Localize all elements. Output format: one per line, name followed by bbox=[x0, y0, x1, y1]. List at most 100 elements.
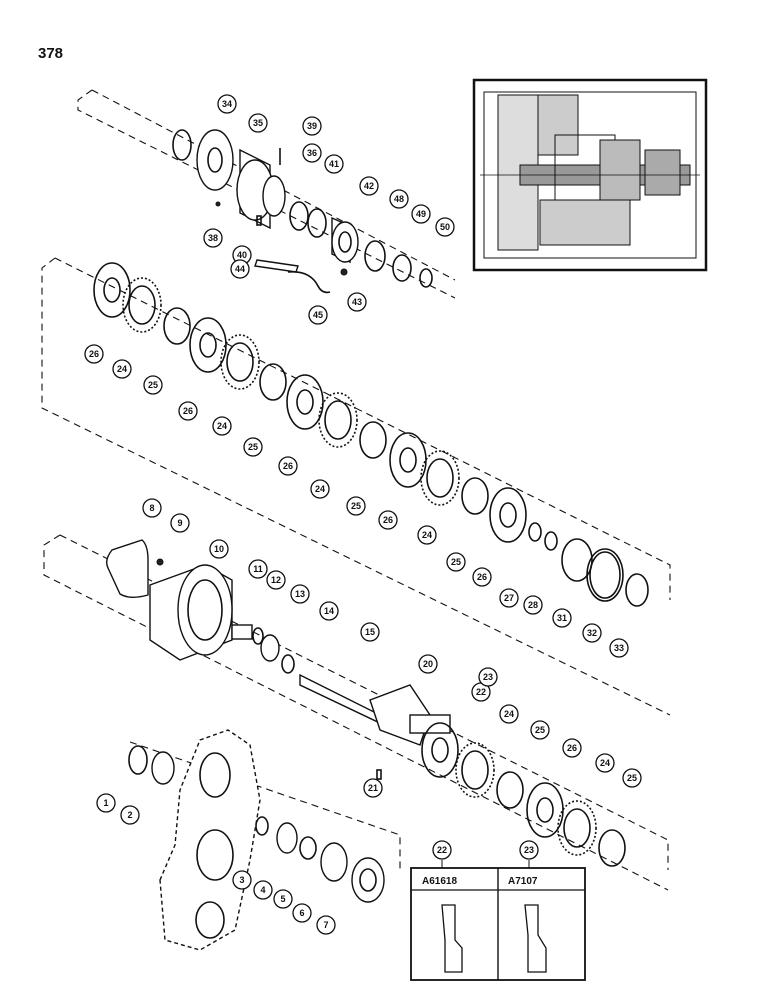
callout-25: 25 bbox=[622, 768, 642, 788]
callout-48: 48 bbox=[389, 189, 409, 209]
inset-callout-label: 23 bbox=[524, 845, 534, 855]
callout-label: 26 bbox=[283, 461, 293, 471]
callout-label: 25 bbox=[535, 725, 545, 735]
callout-circle bbox=[84, 344, 104, 364]
callout-label: 50 bbox=[440, 222, 450, 232]
callout-label: 25 bbox=[351, 501, 361, 511]
callout-26: 26 bbox=[472, 567, 492, 587]
callout-circle bbox=[112, 359, 132, 379]
callout-label: 36 bbox=[307, 148, 317, 158]
callout-circle bbox=[378, 510, 398, 530]
callout-circle bbox=[230, 259, 250, 279]
callout-circle bbox=[435, 217, 455, 237]
callout-circle bbox=[243, 437, 263, 457]
callout-13: 13 bbox=[290, 584, 310, 604]
callout-circle bbox=[319, 601, 339, 621]
callout-26: 26 bbox=[562, 738, 582, 758]
callout-circle bbox=[209, 539, 229, 559]
callout-label: 23 bbox=[483, 672, 493, 682]
detail-inset bbox=[410, 860, 586, 981]
callout-label: 11 bbox=[253, 564, 263, 574]
callout-38: 38 bbox=[203, 228, 223, 248]
callout-28: 28 bbox=[523, 595, 543, 615]
callout-label: 25 bbox=[248, 442, 258, 452]
callout-circle bbox=[472, 567, 492, 587]
callout-label: 5 bbox=[280, 894, 285, 904]
callout-label: 20 bbox=[423, 659, 433, 669]
callout-circle bbox=[347, 292, 367, 312]
callout-25: 25 bbox=[143, 375, 163, 395]
callout-26: 26 bbox=[84, 344, 104, 364]
page-number: 378 bbox=[38, 45, 64, 62]
callout-label: 22 bbox=[476, 687, 486, 697]
callout-label: 24 bbox=[217, 421, 227, 431]
callout-label: 9 bbox=[177, 518, 182, 528]
callout-label: 10 bbox=[214, 544, 224, 554]
callout-5: 5 bbox=[273, 889, 293, 909]
callout-label: 6 bbox=[299, 908, 304, 918]
middle-shaft-parts bbox=[105, 539, 451, 780]
callout-circle bbox=[232, 870, 252, 890]
callout-label: 25 bbox=[451, 557, 461, 567]
callout-6: 6 bbox=[292, 903, 312, 923]
callout-20: 20 bbox=[418, 654, 438, 674]
callout-circle bbox=[324, 154, 344, 174]
callout-44: 44 bbox=[230, 259, 250, 279]
callout-label: 38 bbox=[208, 233, 218, 243]
callout-32: 32 bbox=[582, 623, 602, 643]
callout-label: 4 bbox=[260, 885, 265, 895]
callout-label: 34 bbox=[222, 99, 232, 109]
callout-circle bbox=[178, 401, 198, 421]
callout-24: 24 bbox=[499, 704, 519, 724]
callout-24: 24 bbox=[310, 479, 330, 499]
callout-10: 10 bbox=[209, 539, 229, 559]
callout-label: 1 bbox=[103, 798, 108, 808]
inset-callouts: 22 23 bbox=[432, 840, 539, 860]
inset-callout-23: 23 bbox=[519, 840, 539, 860]
callout-circle bbox=[363, 778, 383, 798]
callout-33: 33 bbox=[609, 638, 629, 658]
callout-label: 12 bbox=[271, 575, 281, 585]
callout-24: 24 bbox=[112, 359, 132, 379]
callout-circle bbox=[292, 903, 312, 923]
callout-3: 3 bbox=[232, 870, 252, 890]
callout-group: 1234567891011121314152021222324252624252… bbox=[84, 94, 642, 935]
callout-label: 32 bbox=[587, 628, 597, 638]
callout-circle bbox=[290, 584, 310, 604]
callout-circle bbox=[253, 880, 273, 900]
callout-label: 15 bbox=[365, 627, 375, 637]
callout-label: 48 bbox=[394, 194, 404, 204]
callout-circle bbox=[316, 915, 336, 935]
callout-1: 1 bbox=[96, 793, 116, 813]
callout-circle bbox=[417, 525, 437, 545]
callout-27: 27 bbox=[499, 588, 519, 608]
callout-circle bbox=[359, 176, 379, 196]
callout-circle bbox=[478, 667, 498, 687]
callout-label: 26 bbox=[567, 743, 577, 753]
callout-49: 49 bbox=[411, 204, 431, 224]
callout-label: 45 bbox=[313, 310, 323, 320]
callout-circle bbox=[609, 638, 629, 658]
callout-7: 7 bbox=[316, 915, 336, 935]
callout-26: 26 bbox=[278, 456, 298, 476]
callout-label: 28 bbox=[528, 600, 538, 610]
callout-8: 8 bbox=[142, 498, 162, 518]
callout-label: 42 bbox=[364, 181, 374, 191]
callout-circle bbox=[278, 456, 298, 476]
callout-label: 25 bbox=[148, 380, 158, 390]
callout-25: 25 bbox=[446, 552, 466, 572]
callout-label: 26 bbox=[183, 406, 193, 416]
callout-25: 25 bbox=[346, 496, 366, 516]
upper-shaft-parts bbox=[172, 129, 433, 294]
callout-label: 40 bbox=[237, 250, 247, 260]
callout-circle bbox=[96, 793, 116, 813]
callout-50: 50 bbox=[435, 217, 455, 237]
callout-label: 24 bbox=[117, 364, 127, 374]
callout-24: 24 bbox=[212, 416, 232, 436]
callout-circle bbox=[212, 416, 232, 436]
callout-circle bbox=[143, 375, 163, 395]
callout-4: 4 bbox=[253, 880, 273, 900]
callout-11: 11 bbox=[248, 559, 268, 579]
inset-callout-22: 22 bbox=[432, 840, 452, 860]
callout-21: 21 bbox=[363, 778, 383, 798]
